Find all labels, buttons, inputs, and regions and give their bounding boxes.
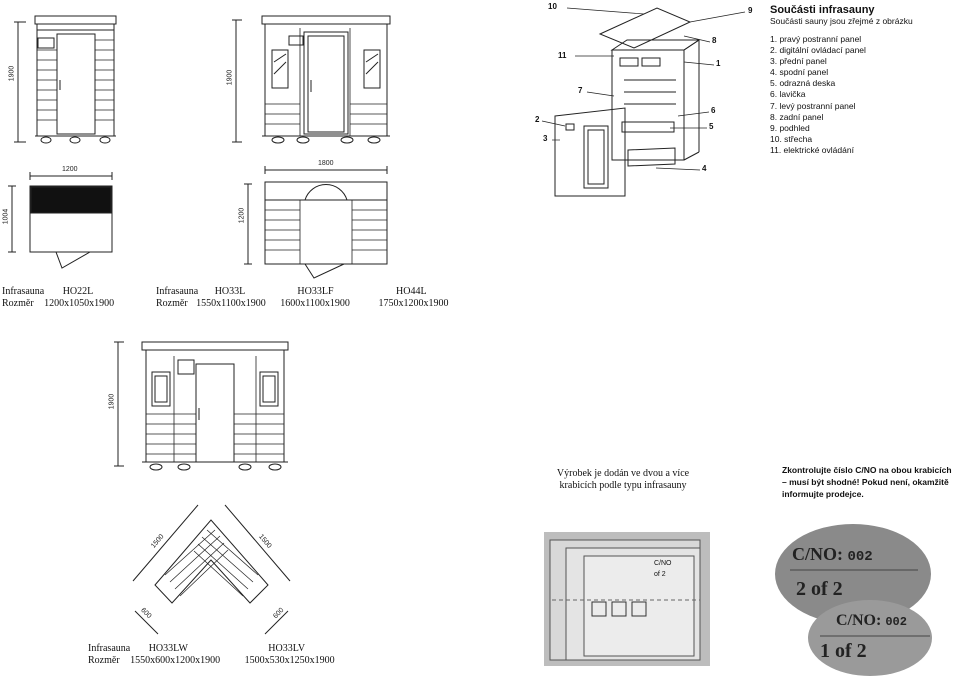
corner-height-label: 1900	[108, 393, 116, 410]
list-item: 3. přední panel	[770, 56, 827, 67]
callout-9: 9	[748, 6, 753, 15]
list-item: 7. levý postranní panel	[770, 100, 856, 111]
ho33-size-label: Rozměr	[156, 298, 188, 309]
corner-label: Infrasauna	[88, 643, 131, 654]
ho44l-code: HO44L	[396, 286, 427, 297]
callout-7: 7	[578, 86, 583, 95]
list-item: 5. odrazná deska	[770, 78, 836, 89]
callout-2: 2	[535, 115, 540, 124]
check-note: Zkontrolujte číslo C/NO na obou krabicíc…	[782, 465, 952, 499]
label-b-cno-text: C/NO:	[836, 612, 882, 629]
list-item: 10. střecha	[770, 133, 813, 144]
parts-panel: Součásti infrasauny Součásti sauny jsou …	[770, 4, 913, 156]
parts-title: Součásti infrasauny	[770, 4, 875, 16]
label-a-of: 2 of 2	[796, 578, 843, 600]
callout-1: 1	[716, 59, 721, 68]
ho22l-size-label: Rozměr	[2, 298, 34, 309]
ho33lw-size: 1550x600x1200x1900	[130, 655, 221, 666]
callout-8: 8	[712, 36, 717, 45]
label-a-cno: C/NO: 002	[792, 544, 873, 567]
callout-4: 4	[702, 164, 707, 173]
box-cno-label: C/NO	[654, 560, 672, 567]
list-item: 6. lavička	[770, 89, 806, 100]
label-b-of: 1 of 2	[820, 640, 867, 662]
list-item: 9. podhled	[770, 122, 810, 133]
ho22l-size: 1200x1050x1900	[44, 298, 115, 309]
ho33lv-code: HO33LV	[268, 643, 306, 654]
list-item: 11. elektrické ovládání	[770, 144, 854, 155]
ho22l-code: HO22L	[62, 286, 94, 297]
ho33-label: Infrasauna	[156, 286, 199, 297]
callout-5: 5	[709, 122, 714, 131]
box-of-label: of 2	[654, 571, 666, 578]
ho33-width-label: 1800	[318, 160, 334, 167]
list-item: 1. pravý postranní panel	[770, 34, 862, 44]
ho33lf-code: HO33LF	[297, 286, 334, 297]
label-b-cno-number: 002	[885, 615, 907, 629]
corner-size-label: Rozměr	[88, 655, 120, 666]
ho22l-depth-label: 1004	[2, 208, 10, 225]
parts-list: 1. pravý postranní panel 2. digitální ov…	[770, 34, 913, 156]
ho33lf-size: 1600x1100x1900	[280, 298, 350, 309]
list-item: 8. zadní panel	[770, 111, 824, 122]
corner-caption: Infrasauna HO33LW HO33LV	[88, 643, 305, 655]
ho22l-label: Infrasauna	[2, 286, 45, 297]
label-a-cno-number: 002	[847, 549, 873, 565]
callout-10: 10	[548, 2, 557, 11]
list-item: 4. spodní panel	[770, 67, 829, 78]
ho33lw-code: HO33LW	[148, 643, 188, 654]
ho22l-size-caption: Rozměr 1200x1050x1900	[2, 298, 114, 310]
list-item: 2. digitální ovládací panel	[770, 45, 866, 56]
ho33-height-label: 1900	[226, 69, 234, 86]
callout-6: 6	[711, 106, 716, 115]
ho33lv-size: 1500x530x1250x1900	[244, 655, 335, 666]
label-a-cno-text: C/NO:	[792, 544, 843, 564]
corner-size-caption: Rozměr 1550x600x1200x1900 1500x530x1250x…	[88, 655, 335, 667]
ho33l-size: 1550x1100x1900	[196, 298, 266, 309]
label-b-cno: C/NO: 002	[836, 612, 907, 631]
callout-11: 11	[558, 51, 567, 60]
ho22l-width-label: 1200	[62, 166, 78, 173]
parts-subtitle: Součásti sauny jsou zřejmé z obrázku	[770, 16, 913, 26]
ho22l-caption: Infrasauna HO22L	[2, 286, 93, 298]
shipping-note: Výrobek je dodán ve dvou a více krabicíc…	[556, 468, 690, 491]
ho33-depth-label: 1200	[238, 207, 246, 224]
ho33-caption: Infrasauna HO33L HO33LF HO44L	[156, 286, 427, 298]
callout-3: 3	[543, 134, 548, 143]
ho22l-height-label: 1900	[8, 65, 16, 82]
ho33l-code: HO33L	[214, 286, 245, 297]
ho44l-size: 1750x1200x1900	[378, 298, 449, 309]
ho33-size-caption: Rozměr 1550x1100x1900 1600x1100x1900 175…	[156, 298, 448, 310]
